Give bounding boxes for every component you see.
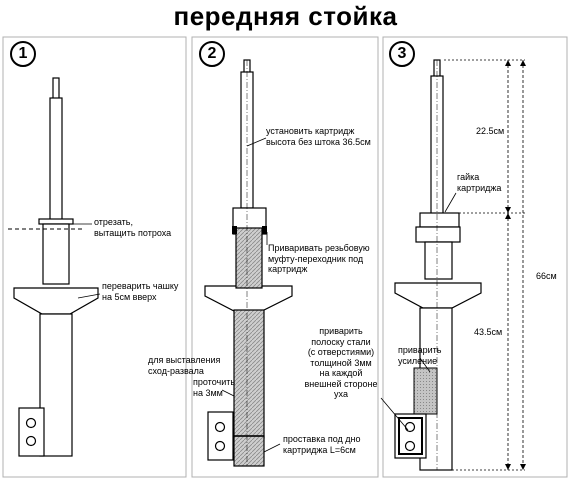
panel-1-number: 1: [10, 41, 36, 67]
strut-2-bore-leader: [221, 389, 235, 397]
strut-1-cap: [38, 218, 74, 225]
label-cut: отрезать, вытащить потроха: [94, 217, 172, 238]
strut-1-bolt-hole-bottom: [25, 435, 37, 447]
strut-1-lower-body: [39, 313, 73, 457]
strut-2-bolt-hole-bottom: [214, 440, 226, 452]
page-title: передняя стойка: [173, 1, 398, 31]
label-spacer: проставка под дно картриджа L=6см: [283, 434, 361, 455]
strut-2-weld-left: [232, 226, 237, 234]
label-nut: гайка картриджа: [457, 172, 502, 193]
strut-3-nut-leader: [444, 192, 457, 213]
strut-3-steel-strip: [398, 417, 423, 455]
strut-3-strip-leader: [380, 397, 409, 431]
strut-3: [394, 59, 482, 471]
strut-3-reinforcement-leader: [419, 357, 431, 373]
strut-2-weld-right: [262, 226, 267, 234]
strut-2-bracket: [207, 411, 234, 461]
strut-2-cartridge-lower: [233, 309, 265, 439]
strut-3-upper-body: [424, 241, 453, 280]
label-cup: переварить чашку на 5см вверх: [102, 281, 179, 302]
label-total-length: 66см: [536, 271, 557, 281]
strut-1: [13, 77, 99, 457]
panel-2-frame: [191, 36, 379, 478]
strut-1-rod-tip: [52, 77, 60, 101]
panel-3-frame: [382, 36, 568, 478]
strut-1-bolt-hole-top: [25, 417, 37, 429]
panel-3-number: 3: [389, 41, 415, 67]
label-rod-length: 22.5см: [476, 126, 505, 136]
strut-1-upper-body: [42, 223, 70, 285]
strut-3-nut: [419, 212, 460, 228]
strut-3-dimensions: [444, 59, 525, 471]
label-steel-strip: приварить полоску стали (с отверстиями) …: [304, 326, 378, 399]
strut-2-spring-cup: [204, 285, 293, 312]
strut-1-cup-leader: [77, 293, 101, 299]
label-body-length: 43.5см: [474, 327, 503, 337]
strut-2-bolt-hole-top: [214, 421, 226, 433]
strut-1-spring-cup: [13, 287, 99, 315]
panel-frames: [2, 36, 568, 478]
strut-3-spring-cup: [394, 282, 482, 309]
strut-2-spacer: [233, 435, 265, 467]
strut-2-spacer-leader: [263, 443, 281, 453]
label-reinforcement: приварить усиление: [398, 345, 442, 366]
strut-3-nut-base: [415, 226, 461, 243]
label-coupling: Приваривать резьбовую муфту-переходник п…: [268, 243, 370, 274]
panel-2-number: 2: [199, 41, 225, 67]
strut-2-cartridge-leader: [246, 137, 267, 147]
strut-3-reinforcement: [413, 367, 438, 415]
strut-3-bolt-hole-bottom: [404, 440, 416, 452]
strut-1-bracket: [18, 407, 45, 457]
label-camber: для выставления сход-развала: [148, 355, 221, 376]
label-bore: проточить на 3мм: [193, 377, 236, 398]
panel-1-frame: [2, 36, 187, 478]
strut-3-bolt-hole-top: [404, 421, 416, 433]
label-cartridge: установить картридж высота без штока 36.…: [266, 126, 371, 147]
strut-1-rod: [49, 97, 63, 221]
strut-2-cartridge-upper: [235, 227, 263, 289]
